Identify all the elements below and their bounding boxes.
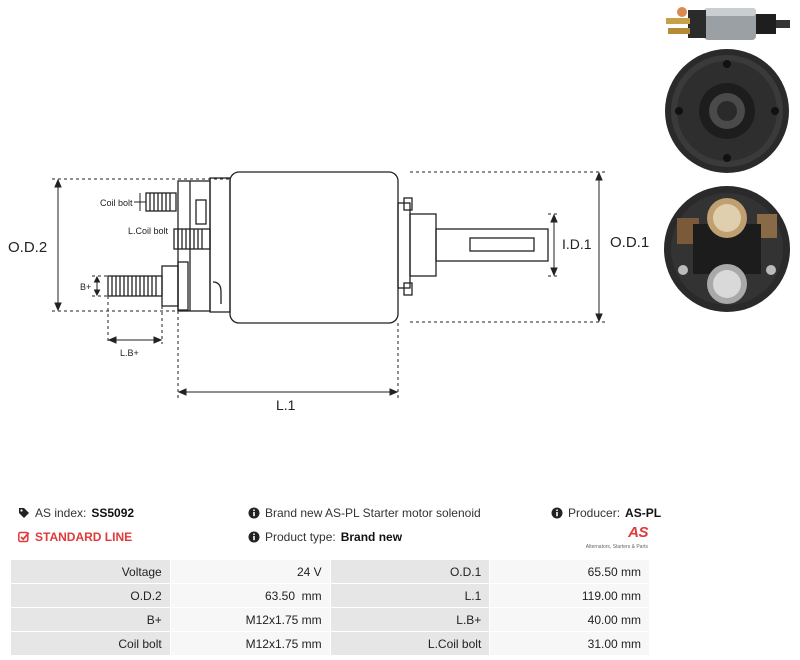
producer-value: AS-PL (625, 506, 662, 520)
producer-row: Producer: AS-PL (551, 506, 661, 520)
info-icon (551, 507, 563, 519)
solenoid-body (229, 171, 399, 324)
spec-key: L.Coil bolt (329, 631, 491, 656)
product-type-row: Product type: Brand new (248, 530, 402, 544)
spec-key: Coil bolt (10, 631, 171, 656)
od2-label: O.D.2 (8, 239, 47, 256)
as-index-value: SS5092 (91, 506, 135, 520)
l1-label: L.1 (276, 397, 296, 413)
coil-bolt-label: Coil bolt (100, 198, 133, 208)
spec-key: L.1 (329, 583, 491, 608)
id1-label: I.D.1 (562, 236, 592, 252)
table-row: O.D.2 63.50 mm L.1 119.00 mm (10, 583, 650, 608)
technical-drawing: O.D.2 O.D.1 I.D.1 L.1 Coil bolt L.Coil b… (8, 171, 649, 413)
spec-value: M12x1.75 mm (169, 607, 331, 632)
description-text: Brand new AS-PL Starter motor solenoid (265, 506, 481, 520)
checkbox-check-icon (18, 531, 30, 543)
producer-label: Producer: (568, 506, 621, 520)
as-index-label: AS index: (35, 506, 87, 520)
solenoid-terminal-photo (664, 186, 790, 312)
b-plus-label: B+ (80, 282, 91, 292)
logo-tagline: Alternators, Starters & Parts (585, 544, 648, 550)
coil-terminal (173, 228, 211, 250)
spec-value: 65.50 mm (489, 559, 650, 584)
plunger-shaft (435, 228, 549, 262)
table-row: Coil bolt M12x1.75 mm L.Coil bolt 31.00 … (10, 631, 650, 656)
spec-value: 31.00 mm (489, 631, 650, 656)
product-line-row: STANDARD LINE (18, 530, 132, 544)
spec-key: O.D.1 (329, 559, 491, 584)
as-index-row: AS index: SS5092 (18, 506, 134, 520)
spec-key: O.D.2 (10, 583, 171, 608)
logo-brand: AS (628, 524, 648, 541)
solenoid-back-photo (665, 49, 789, 173)
spec-key: L.B+ (329, 607, 491, 632)
table-row: B+ M12x1.75 mm L.B+ 40.00 mm (10, 607, 650, 632)
spec-value: M12x1.75 mm (169, 631, 331, 656)
description-row: Brand new AS-PL Starter motor solenoid (248, 506, 481, 520)
table-row: Voltage 24 V O.D.1 65.50 mm (10, 559, 650, 584)
spec-value: 119.00 mm (489, 583, 650, 608)
od1-label: O.D.1 (610, 234, 649, 251)
l-coil-bolt-label: L.Coil bolt (128, 226, 169, 236)
coil-bolt-thread (145, 192, 177, 212)
product-type-value: Brand new (340, 530, 403, 544)
spec-value: 63.50 mm (169, 583, 331, 608)
spec-value: 40.00 mm (489, 607, 650, 632)
spec-key: B+ (10, 607, 171, 632)
tag-icon (19, 508, 29, 518)
info-icon (248, 507, 260, 519)
b-plus-bolt-thread (107, 261, 189, 311)
solenoid-side-photo (666, 7, 790, 40)
l-b-plus-label: L.B+ (120, 348, 139, 358)
plunger-cap (397, 202, 411, 289)
product-line-value: STANDARD LINE (35, 530, 133, 544)
spec-table: Voltage 24 V O.D.1 65.50 mm O.D.2 63.50 … (10, 559, 650, 656)
spec-key: Voltage (10, 559, 171, 584)
spec-value: 24 V (169, 559, 331, 584)
as-pl-logo: AS Alternators, Starters & Parts (586, 524, 650, 554)
info-icon (248, 531, 260, 543)
product-type-label: Product type: (265, 530, 336, 544)
